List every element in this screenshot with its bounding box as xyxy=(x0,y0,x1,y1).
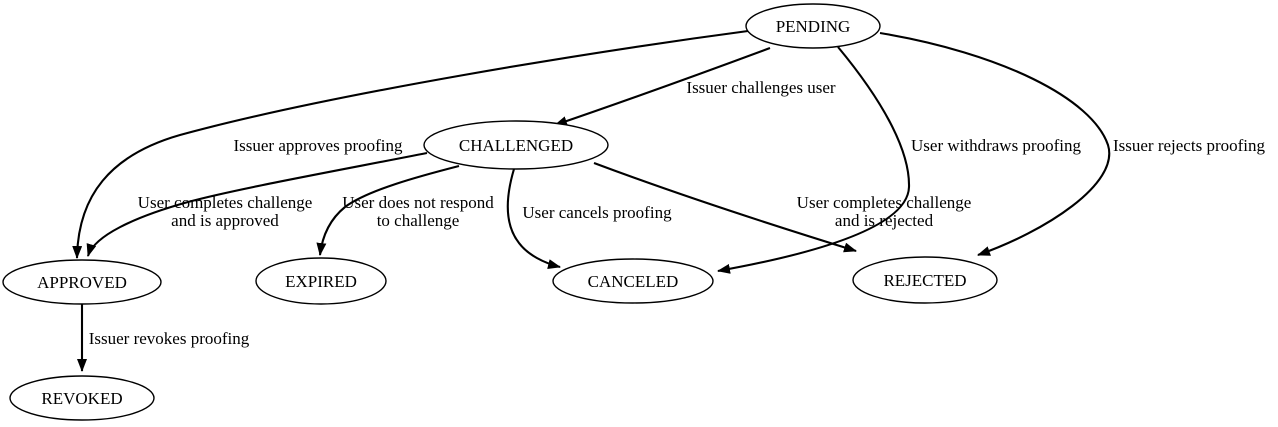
canceled-label: CANCELED xyxy=(588,272,679,291)
edge-label-user-completes-challenge-approved-line2: and is approved xyxy=(171,211,279,230)
challenged-label: CHALLENGED xyxy=(459,136,573,155)
edge-pending-challenged xyxy=(554,47,771,126)
edge-label-issuer-revokes-proofing: Issuer revokes proofing xyxy=(89,329,250,348)
edge-label-user-completes-challenge-rejected-line1: User completes challenge xyxy=(797,193,972,212)
edge-label-issuer-challenges-user: Issuer challenges user xyxy=(686,78,836,97)
edge-label-user-does-not-respond-line2: to challenge xyxy=(377,211,460,230)
edge-label-user-completes-challenge-approved-line1: User completes challenge xyxy=(138,193,313,212)
rejected-ellipse xyxy=(852,256,998,304)
pending-ellipse xyxy=(745,3,881,49)
node-rejected: REJECTED xyxy=(852,256,998,304)
challenged-ellipse xyxy=(423,120,609,170)
edge-pending-rejected xyxy=(879,31,1111,256)
node-approved: APPROVED xyxy=(2,259,162,305)
node-pending: PENDING xyxy=(745,3,881,49)
expired-label: EXPIRED xyxy=(285,272,357,291)
node-revoked: REVOKED xyxy=(9,375,155,421)
approved-ellipse xyxy=(2,259,162,305)
edge-label-user-completes-challenge-rejected-line2: and is rejected xyxy=(835,211,934,230)
edge-label-issuer-rejects-proofing: Issuer rejects proofing xyxy=(1113,136,1266,155)
pending-label: PENDING xyxy=(776,17,851,36)
edge-challenged-approved xyxy=(86,151,428,257)
revoked-label: REVOKED xyxy=(41,389,122,408)
edge-challenged-rejected xyxy=(593,162,857,253)
revoked-ellipse xyxy=(9,375,155,421)
edge-labels-layer: Issuer challenges user Issuer approves p… xyxy=(89,78,1266,348)
edge-challenged-canceled xyxy=(506,168,561,269)
expired-ellipse xyxy=(255,257,387,305)
edge-label-issuer-approves-proofing: Issuer approves proofing xyxy=(233,136,403,155)
canceled-ellipse xyxy=(552,258,714,304)
node-canceled: CANCELED xyxy=(552,258,714,304)
edge-label-user-cancels-proofing: User cancels proofing xyxy=(522,203,672,222)
edge-label-user-does-not-respond-line1: User does not respond xyxy=(342,193,494,212)
nodes-layer: PENDING CHALLENGED APPROVED EXPIRED CANC… xyxy=(2,3,998,421)
node-challenged: CHALLENGED xyxy=(423,120,609,170)
edge-pending-approved xyxy=(72,29,749,259)
edge-pending-canceled xyxy=(717,46,911,274)
edges-layer xyxy=(72,29,1111,372)
edge-label-user-withdraws-proofing: User withdraws proofing xyxy=(911,136,1081,155)
approved-label: APPROVED xyxy=(37,273,127,292)
node-expired: EXPIRED xyxy=(255,257,387,305)
rejected-label: REJECTED xyxy=(883,271,966,290)
edge-challenged-expired xyxy=(316,164,460,256)
